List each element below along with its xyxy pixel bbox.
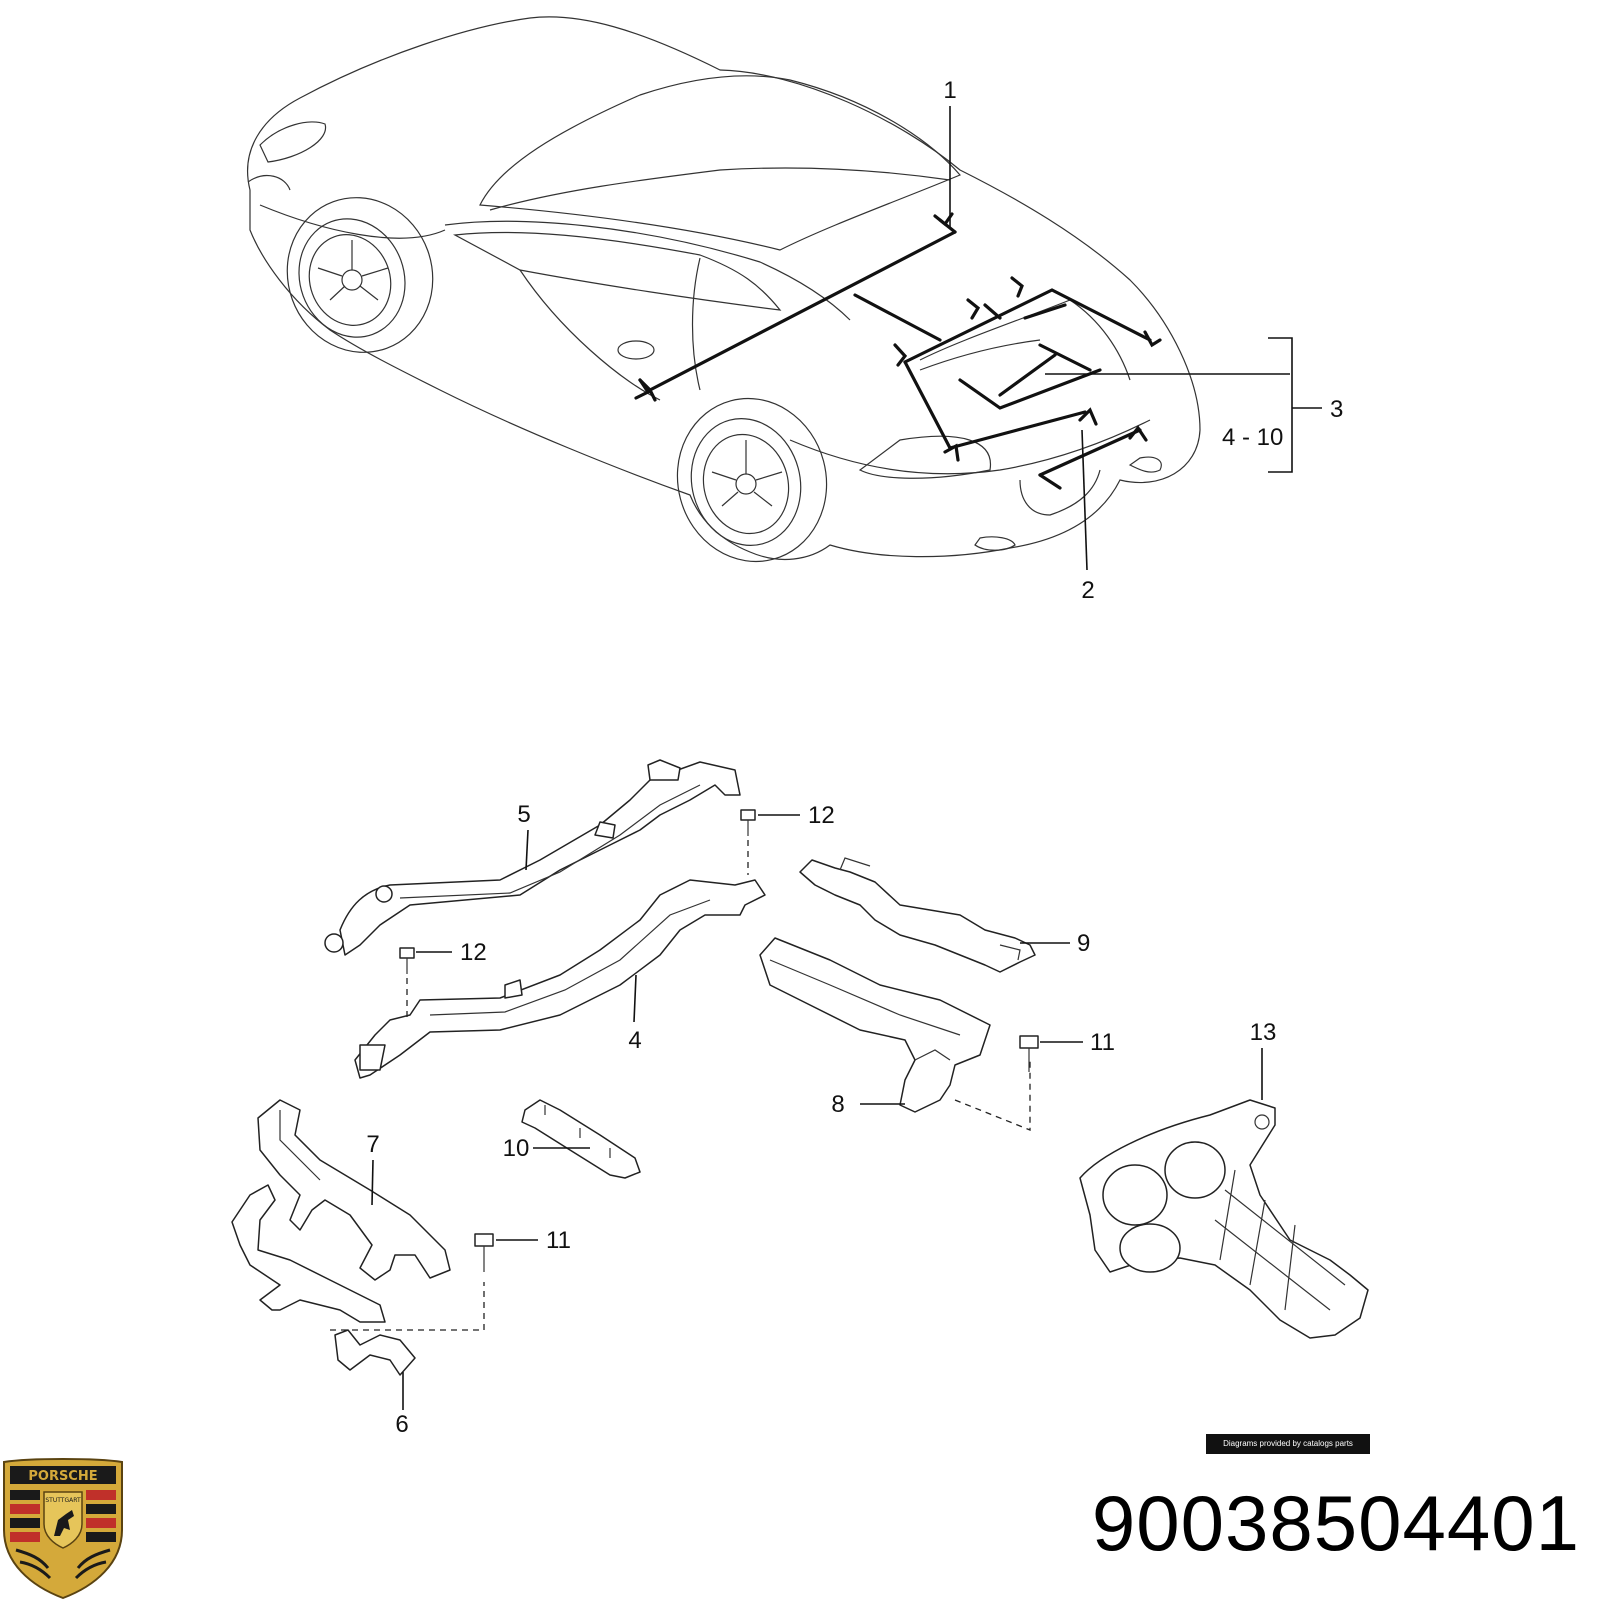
- part-7-bracket: [257, 1099, 451, 1281]
- crest-brand-text: PORSCHE: [28, 1469, 97, 1484]
- callout-label-12-left: 12: [460, 939, 487, 966]
- screw-11-right: 11: [1019, 1029, 1115, 1072]
- diagram-credit-label: Diagrams provided by catalogs parts: [1206, 1434, 1370, 1454]
- callout-label-3: 3: [1330, 396, 1343, 423]
- callout-6: 6: [330, 1282, 485, 1438]
- callout-label-11-right: 11: [1090, 1029, 1115, 1056]
- callout-range-label: 4 - 10: [1222, 424, 1283, 451]
- rear-wheel: [676, 397, 828, 563]
- callout-13: 13: [1250, 1019, 1277, 1100]
- callout-label-9: 9: [1077, 930, 1090, 957]
- part-10-clip: [521, 1099, 641, 1179]
- callout-7: 7: [366, 1131, 380, 1206]
- screw-11-left: 11: [474, 1227, 571, 1272]
- crest-city-text: STUTTGART: [45, 1497, 81, 1504]
- callout-5: 5: [517, 801, 531, 871]
- callout-label-2: 2: [1081, 577, 1094, 604]
- screw-12-left: 12: [399, 939, 487, 1022]
- front-wheel: [286, 197, 434, 353]
- callout-label-13: 13: [1250, 1019, 1277, 1046]
- screw-12-top: 12: [740, 802, 835, 875]
- part-8-bracket: [759, 937, 991, 1113]
- callout-1: 1: [943, 77, 957, 228]
- callout-label-4: 4: [628, 1027, 641, 1054]
- part-9-bracket: [799, 857, 1036, 973]
- part-6-bracket: [231, 1184, 416, 1376]
- porsche-crest-logo: PORSCHE STUTTGART: [3, 1458, 123, 1600]
- callout-label-5: 5: [517, 801, 530, 828]
- callout-label-6: 6: [395, 1411, 408, 1438]
- callout-label-7: 7: [366, 1131, 379, 1158]
- wiring-harness: [634, 212, 1162, 490]
- callout-label-11-left: 11: [546, 1227, 571, 1254]
- car-outline: [246, 16, 1201, 563]
- part-5-bracket: [324, 759, 741, 956]
- part-13-holder: [1079, 1099, 1369, 1339]
- part-4-bracket: [354, 879, 766, 1079]
- callout-label-1: 1: [943, 77, 956, 104]
- callout-9: 9: [1020, 930, 1090, 957]
- callout-2: 2: [1081, 429, 1095, 604]
- callout-3: 3 4 - 10: [1045, 337, 1343, 473]
- part-number: 90038504401: [1091, 1479, 1580, 1567]
- callout-label-10: 10: [503, 1135, 530, 1162]
- callout-label-12-top: 12: [808, 802, 835, 829]
- callout-label-8: 8: [831, 1091, 844, 1118]
- callout-4: 4: [628, 974, 642, 1054]
- callout-10: 10: [503, 1135, 590, 1162]
- callout-8: 8: [831, 1060, 1031, 1131]
